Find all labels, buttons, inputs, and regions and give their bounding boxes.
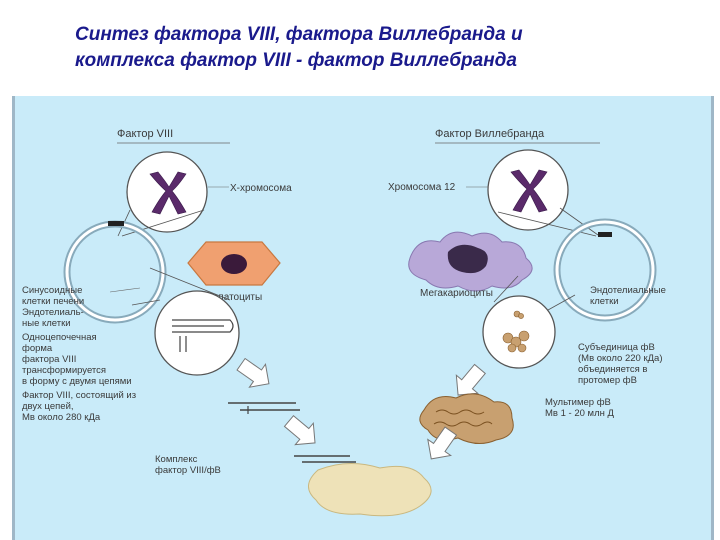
single-chain-circle xyxy=(155,291,239,375)
vwf-subunit-circle xyxy=(483,296,555,368)
factor-viii-heading: Фактор VIII xyxy=(117,128,173,140)
vwf-multimer-label: Мультимер фВ Мв 1 - 20 млн Д xyxy=(545,397,614,419)
megakaryocytes-label: Мегакариоциты xyxy=(420,288,493,299)
complex-factor xyxy=(294,456,431,516)
endothelial-cells-label: Эндотелиальные клетки xyxy=(590,285,669,307)
complex-blob xyxy=(308,463,431,515)
arrow-down-left-2 xyxy=(280,410,324,453)
vwf-heading: Фактор Виллебранда xyxy=(435,128,545,140)
megakaryocyte-cell xyxy=(409,232,532,291)
single-chain-label: Одноцепочечная форма фактора VIII трансф… xyxy=(22,332,132,387)
two-chain-factor xyxy=(228,403,300,414)
chromosome-12-label: Хромосома 12 xyxy=(388,182,456,193)
chromosome-12-circle xyxy=(488,150,568,230)
arrow-down-left-1 xyxy=(233,353,277,395)
vwf-subunit-label: Субъединица фВ (Мв около 220 кДа) объеди… xyxy=(578,342,665,386)
x-chromosome-label: X-хромосома xyxy=(230,183,292,194)
vwf-multimer xyxy=(420,394,513,444)
x-chromosome-circle xyxy=(127,152,207,232)
hepatocyte-cell xyxy=(188,242,280,285)
sinusoidal-cells-label: Синусоидные клетки печени Эндотелиаль- н… xyxy=(22,285,87,329)
two-chain-label: Фактор VIII, состоящий из двух цепей, Мв… xyxy=(22,390,139,423)
complex-label: Комплекс фактор VIII/фВ xyxy=(155,454,221,476)
